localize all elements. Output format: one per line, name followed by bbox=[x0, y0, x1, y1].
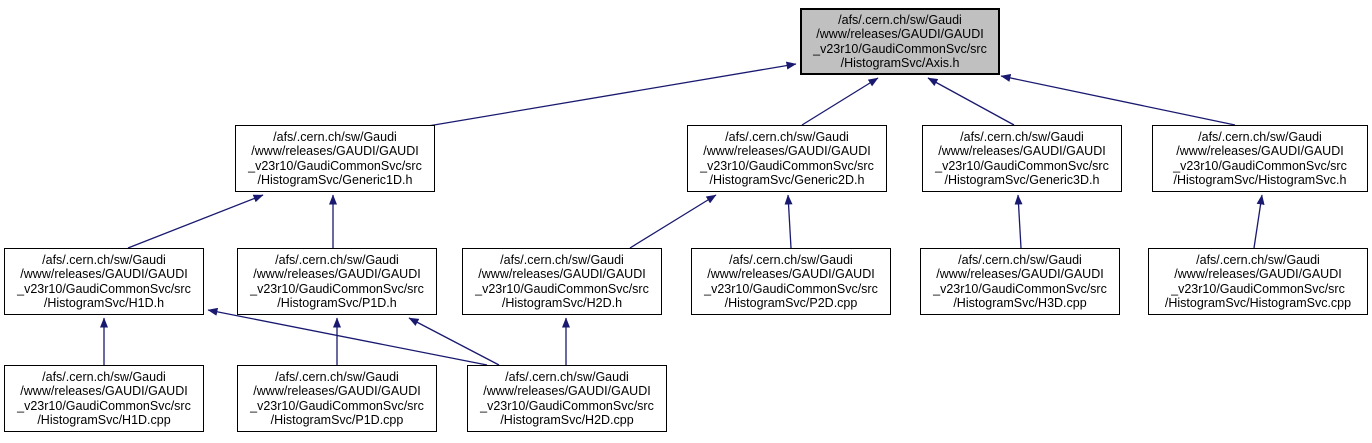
node-path-line-2: /www/releases/GAUDI/GAUDI bbox=[483, 384, 651, 398]
node-path-line-4: /HistogramSvc/H1D.h bbox=[43, 296, 165, 310]
node-path-line-2: /www/releases/GAUDI/GAUDI bbox=[478, 267, 646, 281]
node-path-line-3: _v23r10/GaudiCommonSvc/src bbox=[1171, 281, 1345, 296]
node-path-line-1: /afs/.cern.ch/sw/Gaudi bbox=[838, 12, 962, 27]
graph-node-h2d-cpp[interactable]: /afs/.cern.ch/sw/Gaudi /www/releases/GAU… bbox=[467, 365, 667, 432]
node-path-line-3: _v23r10/GaudiCommonSvc/src bbox=[933, 281, 1107, 296]
node-path-line-1: /afs/.cern.ch/sw/Gaudi bbox=[1198, 129, 1322, 144]
node-path-line-3: _v23r10/GaudiCommonSvc/src bbox=[475, 281, 649, 296]
node-path-line-2: /www/releases/GAUDI/GAUDI bbox=[703, 144, 871, 158]
node-path-line-1: /afs/.cern.ch/sw/Gaudi bbox=[42, 369, 166, 384]
graph-node-p1d-h[interactable]: /afs/.cern.ch/sw/Gaudi /www/releases/GAU… bbox=[237, 248, 437, 315]
edge-generic3d-h-to-axis-h bbox=[927, 77, 1015, 126]
node-path-line-3: _v23r10/GaudiCommonSvc/src bbox=[935, 158, 1109, 173]
node-path-line-3: _v23r10/GaudiCommonSvc/src bbox=[700, 158, 874, 173]
edge-h2d-cpp-to-h1d-h bbox=[207, 307, 488, 366]
node-path-line-4: /HistogramSvc/H2D.cpp bbox=[500, 413, 634, 427]
edge-h2d-h-to-generic2d-h bbox=[629, 194, 717, 249]
node-path-line-2: /www/releases/GAUDI/GAUDI bbox=[707, 267, 875, 281]
edge-generic2d-h-to-axis-h bbox=[801, 77, 879, 126]
node-path-line-1: /afs/.cern.ch/sw/Gaudi bbox=[958, 252, 1082, 267]
node-path-line-4: /HistogramSvc/Axis.h bbox=[840, 56, 960, 70]
node-path-line-2: /www/releases/GAUDI/GAUDI bbox=[938, 144, 1106, 158]
node-path-line-1: /afs/.cern.ch/sw/Gaudi bbox=[729, 252, 853, 267]
node-path-line-2: /www/releases/GAUDI/GAUDI bbox=[251, 144, 419, 158]
node-path-line-2: /www/releases/GAUDI/GAUDI bbox=[20, 384, 188, 398]
node-path-line-3: _v23r10/GaudiCommonSvc/src bbox=[248, 158, 422, 173]
node-path-line-4: /HistogramSvc/HistogramSvc.h bbox=[1173, 173, 1347, 187]
node-path-line-4: /HistogramSvc/H3D.cpp bbox=[953, 296, 1087, 310]
node-path-line-3: _v23r10/GaudiCommonSvc/src bbox=[1173, 158, 1347, 173]
node-path-line-3: _v23r10/GaudiCommonSvc/src bbox=[480, 398, 654, 413]
node-path-line-1: /afs/.cern.ch/sw/Gaudi bbox=[505, 369, 629, 384]
node-path-line-4: /HistogramSvc/Generic1D.h bbox=[257, 173, 413, 187]
node-path-line-1: /afs/.cern.ch/sw/Gaudi bbox=[275, 369, 399, 384]
graph-node-generic1d-h[interactable]: /afs/.cern.ch/sw/Gaudi /www/releases/GAU… bbox=[235, 125, 435, 192]
graph-node-histogramsvc-cpp[interactable]: /afs/.cern.ch/sw/Gaudi /www/releases/GAU… bbox=[1148, 248, 1368, 315]
edge-h3d-cpp-to-generic3d-h bbox=[1014, 194, 1023, 249]
edge-h2d-cpp-to-p1d-h bbox=[408, 317, 500, 366]
node-path-line-4: /HistogramSvc/Generic2D.h bbox=[709, 173, 865, 187]
node-path-line-2: /www/releases/GAUDI/GAUDI bbox=[936, 267, 1104, 281]
node-path-line-3: _v23r10/GaudiCommonSvc/src bbox=[17, 398, 191, 413]
node-path-line-4: /HistogramSvc/H2D.h bbox=[501, 296, 623, 310]
node-path-line-3: _v23r10/GaudiCommonSvc/src bbox=[250, 398, 424, 413]
edge-p2d-cpp-to-generic2d-h bbox=[784, 194, 793, 249]
node-path-line-4: /HistogramSvc/H1D.cpp bbox=[37, 413, 171, 427]
node-path-line-4: /HistogramSvc/HistogramSvc.cpp bbox=[1164, 296, 1352, 310]
node-path-line-4: /HistogramSvc/P2D.cpp bbox=[724, 296, 858, 310]
node-path-line-1: /afs/.cern.ch/sw/Gaudi bbox=[960, 129, 1084, 144]
graph-node-generic3d-h[interactable]: /afs/.cern.ch/sw/Gaudi /www/releases/GAU… bbox=[922, 125, 1122, 192]
node-path-line-1: /afs/.cern.ch/sw/Gaudi bbox=[42, 252, 166, 267]
graph-node-histogramsvc-h[interactable]: /afs/.cern.ch/sw/Gaudi /www/releases/GAU… bbox=[1152, 125, 1368, 192]
edge-histogramsvc-h-to-axis-h bbox=[1000, 74, 1236, 126]
node-path-line-1: /afs/.cern.ch/sw/Gaudi bbox=[725, 129, 849, 144]
node-path-line-1: /afs/.cern.ch/sw/Gaudi bbox=[1196, 252, 1320, 267]
node-path-line-2: /www/releases/GAUDI/GAUDI bbox=[253, 267, 421, 281]
graph-node-generic2d-h[interactable]: /afs/.cern.ch/sw/Gaudi /www/releases/GAU… bbox=[687, 125, 887, 192]
node-path-line-3: _v23r10/GaudiCommonSvc/src bbox=[813, 41, 987, 56]
node-path-line-1: /afs/.cern.ch/sw/Gaudi bbox=[273, 129, 397, 144]
node-path-line-4: /HistogramSvc/P1D.h bbox=[277, 296, 397, 310]
graph-node-axis-h[interactable]: /afs/.cern.ch/sw/Gaudi /www/releases/GAU… bbox=[800, 8, 1000, 75]
node-path-line-3: _v23r10/GaudiCommonSvc/src bbox=[17, 281, 191, 296]
node-path-line-2: /www/releases/GAUDI/GAUDI bbox=[253, 384, 421, 398]
graph-node-h2d-h[interactable]: /afs/.cern.ch/sw/Gaudi /www/releases/GAU… bbox=[462, 248, 662, 315]
node-path-line-2: /www/releases/GAUDI/GAUDI bbox=[1176, 144, 1344, 158]
node-path-line-2: /www/releases/GAUDI/GAUDI bbox=[816, 27, 984, 41]
node-path-line-2: /www/releases/GAUDI/GAUDI bbox=[1174, 267, 1342, 281]
graph-node-p2d-cpp[interactable]: /afs/.cern.ch/sw/Gaudi /www/releases/GAU… bbox=[691, 248, 891, 315]
node-path-line-4: /HistogramSvc/P1D.cpp bbox=[270, 413, 404, 427]
node-path-line-2: /www/releases/GAUDI/GAUDI bbox=[20, 267, 188, 281]
edge-h1d-h-to-generic1d-h bbox=[127, 194, 264, 249]
node-path-line-4: /HistogramSvc/Generic3D.h bbox=[944, 173, 1100, 187]
node-path-line-1: /afs/.cern.ch/sw/Gaudi bbox=[500, 252, 624, 267]
graph-node-h1d-h[interactable]: /afs/.cern.ch/sw/Gaudi /www/releases/GAU… bbox=[4, 248, 204, 315]
node-path-line-3: _v23r10/GaudiCommonSvc/src bbox=[250, 281, 424, 296]
node-path-line-1: /afs/.cern.ch/sw/Gaudi bbox=[275, 252, 399, 267]
graph-node-p1d-cpp[interactable]: /afs/.cern.ch/sw/Gaudi /www/releases/GAU… bbox=[237, 365, 437, 432]
graph-node-h3d-cpp[interactable]: /afs/.cern.ch/sw/Gaudi /www/releases/GAU… bbox=[920, 248, 1120, 315]
node-path-line-3: _v23r10/GaudiCommonSvc/src bbox=[704, 281, 878, 296]
edge-generic1d-h-to-axis-h bbox=[427, 61, 797, 127]
edge-histogramsvc-cpp-to-histogramsvc-h bbox=[1253, 194, 1265, 249]
graph-node-h1d-cpp[interactable]: /afs/.cern.ch/sw/Gaudi /www/releases/GAU… bbox=[4, 365, 204, 432]
